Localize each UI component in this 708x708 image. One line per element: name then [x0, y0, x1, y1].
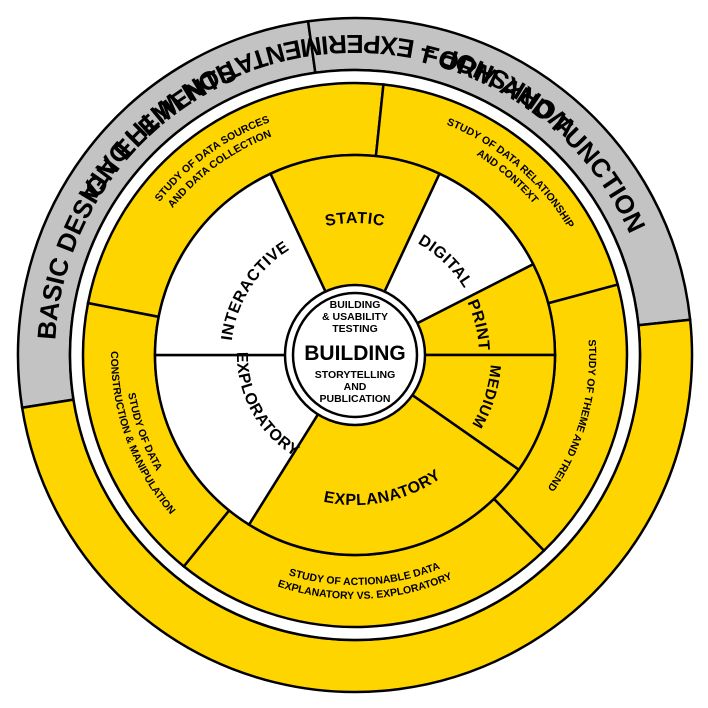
hub-inner-circle — [291, 291, 419, 419]
mode-label-static: STATIC — [324, 210, 387, 230]
gap-ring-outline — [68, 68, 642, 642]
hub-bottom-line-3: PUBLICATION — [320, 393, 391, 405]
hub-top-line-1: BUILDING — [330, 299, 381, 311]
hub-outer-circle — [283, 283, 427, 427]
center-hub: BUILDING & USABILITY TESTING BUILDING ST… — [283, 283, 427, 427]
hub-title: BUILDING — [304, 342, 406, 365]
hub-bottom-line-1: STORYTELLING — [315, 369, 396, 381]
hub-top-line-3: TESTING — [332, 323, 378, 335]
hub-top-line-2: & USABILITY — [322, 311, 388, 323]
mode-ring: STATICDIGITALPRINTMEDIUMEXPLANATORYEXPLO… — [153, 153, 557, 557]
hub-bottom-line-2: AND — [344, 381, 367, 393]
